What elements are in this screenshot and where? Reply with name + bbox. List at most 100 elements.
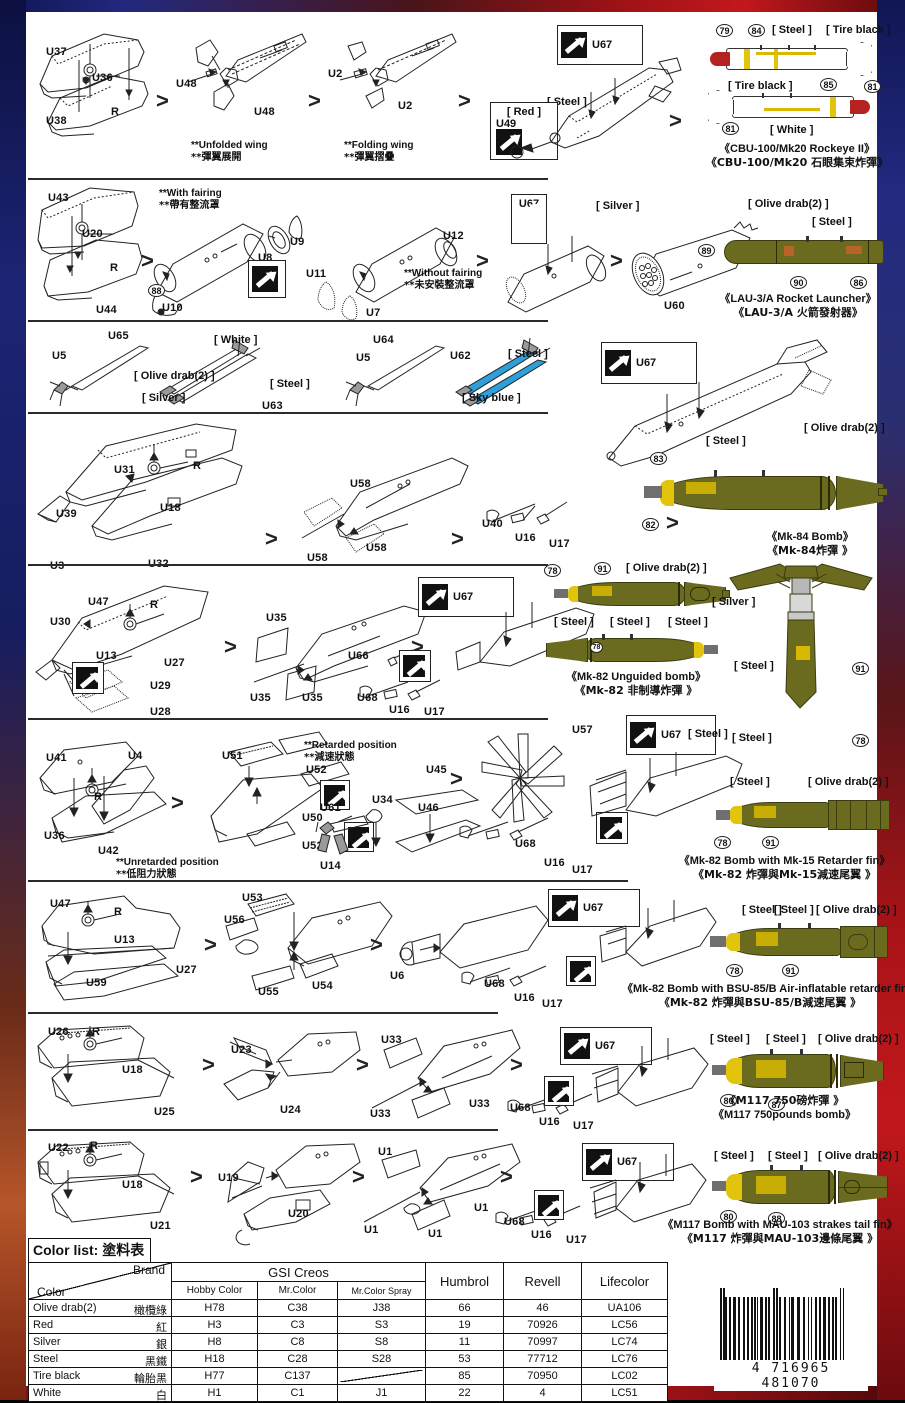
part-label-u1-c: U1 [428, 1228, 443, 1240]
product-title-mk82-mk15: 《Mk-82 Bomb with Mk-15 Retarder fin》 《Mk… [678, 855, 891, 881]
table-row: Silver 銀 H8 C8 S8 11 70997 LC74 [28, 1333, 668, 1351]
header-revell: Revell [503, 1262, 582, 1300]
glue-label: U67 [595, 1040, 616, 1052]
art-row6-mk15-parts [316, 792, 486, 882]
art-row4-mk84-fins [288, 442, 468, 557]
glue-box-u67-row5: U67 [418, 577, 514, 617]
glue-box-u67-row9: U67 [582, 1143, 674, 1181]
part-label-u30: U30 [50, 616, 71, 628]
part-label-u60: U60 [664, 300, 685, 312]
part-label-u25: U25 [154, 1106, 175, 1118]
part-label-u14: U14 [320, 860, 341, 872]
note-folding-wing: **Folding wing **彈翼摺疊 [344, 140, 414, 163]
decal-79: 79 [716, 24, 733, 37]
part-label-u38: U38 [46, 115, 67, 127]
step-arrow-7a: > [204, 932, 217, 957]
cell-lifecolor: LC74 [581, 1333, 668, 1351]
glue-box-u67-row6: U67 [626, 715, 716, 755]
art-row6-u57-fin [468, 726, 578, 836]
art-row9-m117-halves [34, 1138, 194, 1243]
part-label-u18-row4: U18 [160, 502, 181, 514]
cement-icon [324, 784, 345, 806]
part-label-u4: U4 [128, 750, 143, 762]
glue-box-row5-mid [399, 650, 431, 682]
cell-lifecolor: LC51 [581, 1384, 668, 1402]
color-list-body: Olive drab(2) 橄欖綠 H78 C38 J38 66 46 UA10… [28, 1299, 668, 1402]
part-label-u35-b: U35 [250, 692, 271, 704]
table-row: Steel 黑鐵 H18 C28 S28 53 77712 LC76 [28, 1350, 668, 1368]
part-label-u50: U50 [302, 812, 323, 824]
art-row8-m117-halves [34, 1022, 194, 1127]
barcode-digits: 4 716965 481070 [751, 1361, 831, 1391]
part-label-r-row2: R [110, 262, 119, 274]
cell-lifecolor: LC76 [581, 1350, 668, 1368]
part-label-u48-a: U48 [176, 78, 197, 90]
step-arrow-9c: > [500, 1164, 513, 1189]
art-row3-rocket-group-a [48, 334, 308, 408]
cement-icon [252, 266, 278, 292]
part-label-u27-row5: U27 [164, 657, 185, 669]
part-label-u58-a: U58 [350, 478, 371, 490]
art-row6-mk82-halves [34, 732, 184, 862]
art-row4-mk84-assembled [581, 340, 851, 470]
cement-icon [630, 722, 656, 748]
art-row7-hardware [458, 964, 563, 1006]
product-lau3a [716, 236, 886, 268]
decal-80-m117: 80 [720, 1094, 737, 1107]
cell-spray-empty [337, 1367, 426, 1385]
color-name-steel: Steel 黑鐵 [28, 1350, 172, 1368]
part-label-u37: U37 [46, 46, 67, 58]
part-label-u11: U11 [306, 268, 327, 280]
step-arrow-2a: > [141, 248, 154, 273]
header-gsi-creos: GSI Creos [171, 1261, 426, 1283]
paint-steel-lau: [ Steel ] [812, 216, 852, 228]
glue-box-u49-row1: [ Red ] U49 [490, 102, 558, 160]
step-arrow-8b: > [356, 1052, 369, 1077]
art-row2-with-fairing [151, 208, 311, 318]
art-row5-mk82-assembled [450, 600, 600, 680]
art-row6-retarder-fins [191, 738, 351, 863]
cement-icon [76, 667, 98, 689]
barcode-bars [720, 1288, 862, 1360]
paint-skyblue-row3: [ Sky blue ] [462, 392, 521, 404]
part-label-u41: U41 [46, 752, 67, 764]
art-row9-mau103 [214, 1138, 364, 1248]
part-label-u56: U56 [224, 914, 245, 926]
step-arrow-1b: > [308, 88, 321, 113]
art-mk82-front-view [726, 560, 876, 710]
cell-mrcolor: C38 [257, 1299, 338, 1317]
color-name-white: White 白 [28, 1384, 172, 1402]
product-m117-750 [708, 1049, 888, 1090]
part-label-u21: U21 [150, 1220, 171, 1232]
note-with-fairing: **With fairing **帶有整流罩 [159, 188, 222, 211]
paint-tireblack-cbu-b: [ Tire black ] [728, 80, 793, 92]
cell-mrcolor: C1 [257, 1384, 338, 1402]
paint-steel-cbu: [ Steel ] [772, 24, 812, 36]
glue-box-row8-a [544, 1076, 574, 1106]
table-row: White 白 H1 C1 J1 22 4 LC51 [28, 1384, 668, 1402]
part-label-u68-row8: U68 [510, 1102, 531, 1114]
part-label-u10: U10 [162, 302, 183, 314]
step-arrow-1d: > [669, 108, 682, 133]
paint-silver-mk82-front: [ Silver ] [712, 596, 756, 608]
part-label-u17-row8: U17 [573, 1120, 594, 1132]
glue-label: U67 [583, 902, 604, 914]
paint-white-cbu: [ White ] [770, 124, 814, 136]
product-mk82-view-a [550, 578, 730, 610]
color-name-olive-drab: Olive drab(2) 橄欖綠 [28, 1299, 172, 1317]
glue-label: U67 [617, 1156, 638, 1168]
part-label-u42: U42 [98, 845, 119, 857]
cement-icon [403, 655, 425, 677]
art-row5-hardware [356, 678, 456, 720]
cement-icon [548, 1080, 569, 1102]
cell-hobby: H78 [171, 1299, 258, 1317]
decal-91-mk15: 91 [762, 836, 779, 849]
glue-box-u67-row4: U67 [601, 342, 697, 384]
glue-label: U67 [636, 357, 657, 369]
part-label-u6: U6 [390, 970, 405, 982]
part-label-u65: U65 [108, 330, 129, 342]
art-row7-bsu-parts [224, 892, 394, 1007]
part-label-u16-row8: U16 [539, 1116, 560, 1128]
divider-row7 [28, 1012, 498, 1014]
divider-row3 [28, 412, 548, 414]
